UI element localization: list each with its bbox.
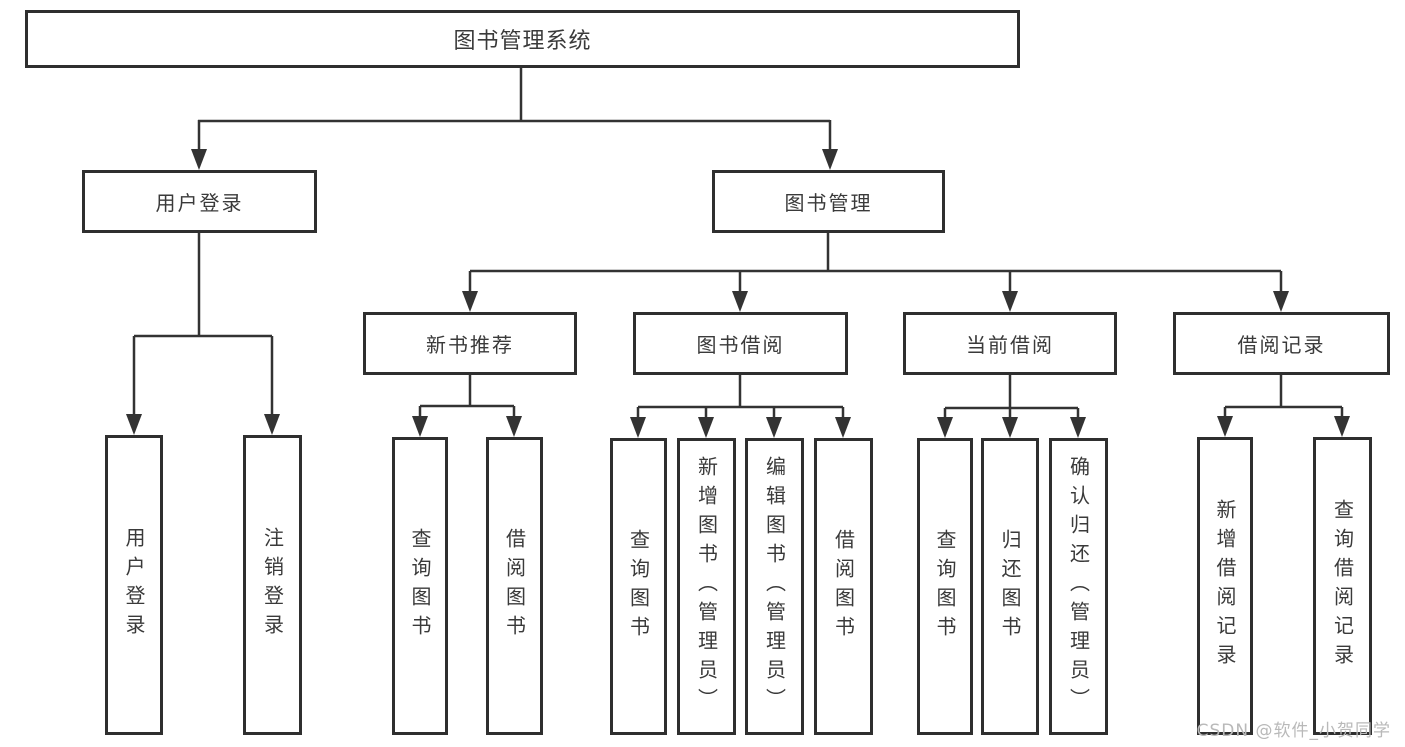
node-leaf-edit-books-admin-label: 编辑图书（管理员）	[762, 456, 787, 717]
arrowheads	[126, 149, 1350, 438]
node-leaf-user-login-label: 用户登录	[122, 527, 146, 643]
node-leaf-query-books-3-label: 查询图书	[933, 528, 957, 645]
node-leaf-query-books-2: 查询图书	[610, 438, 667, 735]
node-leaf-query-books-3: 查询图书	[917, 438, 973, 735]
node-leaf-return-books: 归还图书	[981, 438, 1039, 735]
node-leaf-query-books-1: 查询图书	[392, 437, 448, 735]
node-current-borrowing: 当前借阅	[903, 312, 1117, 375]
node-leaf-logout-label: 注销登录	[260, 527, 285, 643]
node-leaf-query-books-2-label: 查询图书	[626, 528, 651, 645]
node-leaf-borrow-books-2-label: 借阅图书	[831, 528, 856, 645]
node-book-management: 图书管理	[712, 170, 945, 233]
node-book-borrowing: 图书借阅	[633, 312, 848, 375]
node-leaf-borrow-books-1-label: 借阅图书	[502, 528, 527, 644]
node-leaf-add-books-admin-label: 新增图书（管理员）	[694, 456, 719, 717]
node-leaf-query-borrow-record-label: 查询借阅记录	[1330, 499, 1355, 673]
node-user-login: 用户登录	[82, 170, 317, 233]
csdn-watermark: CSDN @软件_小贺同学	[1196, 721, 1391, 741]
node-leaf-edit-books-admin: 编辑图书（管理员）	[745, 438, 804, 735]
node-new-book-recommend-label: 新书推荐	[426, 333, 514, 357]
node-leaf-add-books-admin: 新增图书（管理员）	[677, 438, 736, 735]
node-leaf-confirm-return-admin-label: 确认归还（管理员）	[1066, 456, 1091, 717]
node-library-system-label: 图书管理系统	[453, 29, 592, 54]
node-leaf-logout: 注销登录	[243, 435, 302, 735]
node-book-management-label: 图书管理	[784, 191, 873, 215]
node-new-book-recommend: 新书推荐	[363, 312, 577, 375]
node-leaf-query-books-1-label: 查询图书	[408, 528, 432, 644]
node-book-borrowing-label: 图书借阅	[696, 333, 785, 357]
node-leaf-confirm-return-admin: 确认归还（管理员）	[1049, 438, 1108, 735]
node-leaf-borrow-books-1: 借阅图书	[486, 437, 543, 735]
node-user-login-label: 用户登录	[155, 191, 244, 215]
node-leaf-user-login: 用户登录	[105, 435, 163, 735]
node-leaf-return-books-label: 归还图书	[998, 528, 1022, 645]
node-leaf-add-borrow-record: 新增借阅记录	[1197, 437, 1253, 735]
node-borrowing-records: 借阅记录	[1173, 312, 1390, 375]
node-leaf-query-borrow-record: 查询借阅记录	[1313, 437, 1372, 735]
node-leaf-borrow-books-2: 借阅图书	[814, 438, 873, 735]
node-borrowing-records-label: 借阅记录	[1237, 333, 1326, 357]
node-library-system: 图书管理系统	[25, 10, 1020, 68]
node-leaf-add-borrow-record-label: 新增借阅记录	[1213, 499, 1237, 673]
node-current-borrowing-label: 当前借阅	[966, 333, 1054, 357]
